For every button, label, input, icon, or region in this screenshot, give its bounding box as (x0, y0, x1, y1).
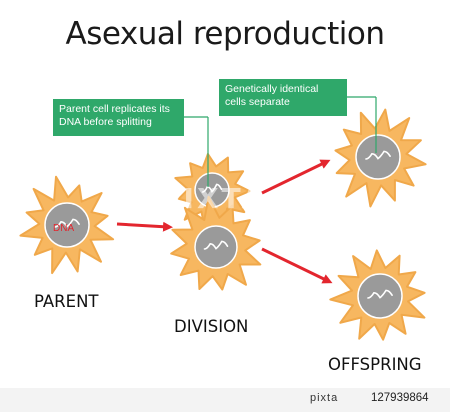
cell-parent-dna-strand (54, 218, 80, 228)
page-title: Asexual reproduction (65, 16, 385, 52)
cell-offspring-bottom-dna-strand (367, 289, 393, 299)
footer-image-id: 127939864 (371, 392, 429, 404)
dna-label: DNA (53, 223, 74, 234)
cell-dividing-bottom-nucleus (194, 225, 238, 269)
diagram-canvas: DNA (19, 96, 427, 341)
footer-brand: pixta (310, 392, 339, 404)
cell-offspring-top-dna-strand (365, 150, 391, 160)
arrow-parent-to-division (116, 221, 173, 232)
watermark-text: PIXTA (160, 182, 267, 215)
cell-dividing-bottom-dna-strand (203, 240, 229, 250)
cell-parent-nucleus (44, 202, 90, 248)
callout-replicate-dna: Parent cell replicates its DNA before sp… (53, 99, 184, 136)
stage-label-division: DIVISION (174, 317, 249, 336)
callout-identical-cells: Genetically identical cells separate (219, 79, 347, 116)
stage-label-offspring: OFFSPRING (328, 355, 422, 374)
footer-bar (0, 388, 450, 412)
arrow-division-to-offspring-top (261, 159, 331, 195)
cell-offspring-top-nucleus (355, 134, 401, 180)
stage-label-parent: PARENT (34, 292, 99, 311)
cell-dividing-top-dna-strand (201, 183, 223, 193)
arrow-division-to-offspring-bottom (261, 247, 333, 284)
cell-offspring-bottom-nucleus (357, 273, 403, 319)
